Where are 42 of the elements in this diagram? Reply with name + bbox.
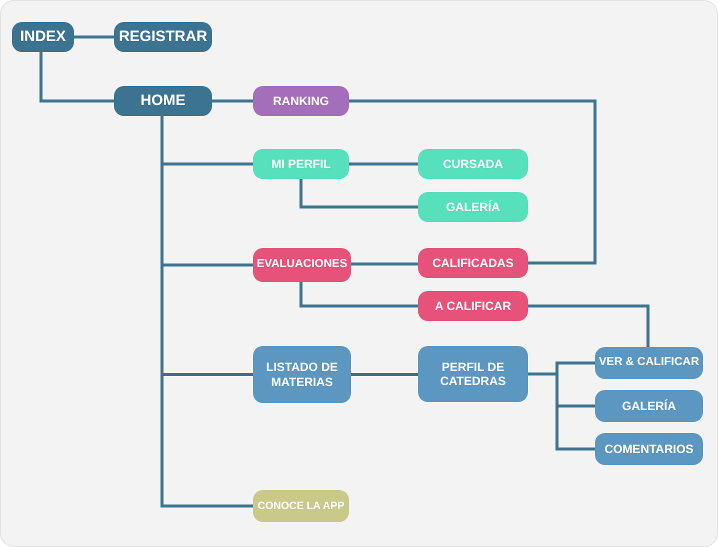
page-box <box>418 291 528 321</box>
page-label: RANKING <box>273 94 329 108</box>
connector-line <box>40 52 114 102</box>
page-label: VER & CALIFICAR <box>598 356 700 370</box>
connector-line <box>349 100 596 264</box>
page-label: MI PERFIL <box>271 156 331 172</box>
page-box <box>114 22 212 52</box>
page-label: HOME <box>140 92 186 110</box>
page-box <box>418 248 528 278</box>
connector-line <box>300 282 418 308</box>
page-label: REGISTRAR <box>118 28 208 46</box>
page-label: GALERÍA <box>446 200 500 214</box>
page-box <box>12 22 74 52</box>
page-label: INDEX <box>20 28 66 46</box>
connector-line <box>212 100 253 102</box>
page-label: EVALUACIONES <box>256 258 348 272</box>
page-label: CURSADA <box>443 156 503 172</box>
page-box <box>253 346 351 403</box>
page-box <box>253 490 349 522</box>
page-label: LISTADO DE MATERIAS <box>265 360 339 389</box>
page-label: GALERÍA <box>622 398 676 414</box>
page-box <box>418 346 528 402</box>
connector-line <box>528 304 650 347</box>
page-label: COMENTARIOS <box>604 442 694 456</box>
page-box <box>253 248 351 282</box>
connector-line <box>351 262 418 266</box>
page-box <box>595 390 703 422</box>
page-box <box>418 192 528 222</box>
page-box <box>114 86 212 116</box>
page-label: CALIFICADAS <box>432 256 514 270</box>
page-box <box>595 433 703 465</box>
page-label: PERFIL DE CATEDRAS <box>439 360 507 388</box>
page-box <box>253 86 349 116</box>
page-label: CONOCE LA APP <box>258 500 344 512</box>
connector-line <box>300 179 418 208</box>
connector-line <box>349 162 418 166</box>
connector-line <box>74 36 114 38</box>
page-box <box>595 347 703 379</box>
page-box <box>418 149 528 179</box>
page-label: A CALIFICAR <box>434 298 512 314</box>
connector-line <box>351 373 418 376</box>
page-box <box>253 149 349 179</box>
